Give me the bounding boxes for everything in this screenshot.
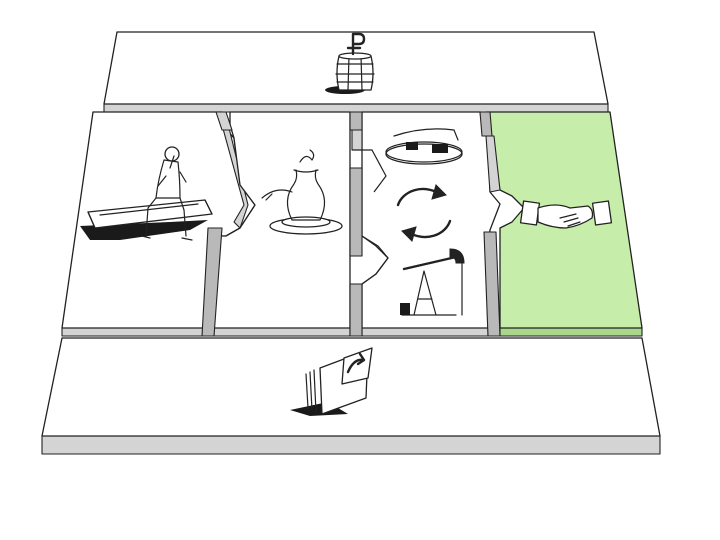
diagram-svg <box>0 0 720 540</box>
business-model-canvas-diagram <box>0 0 720 540</box>
